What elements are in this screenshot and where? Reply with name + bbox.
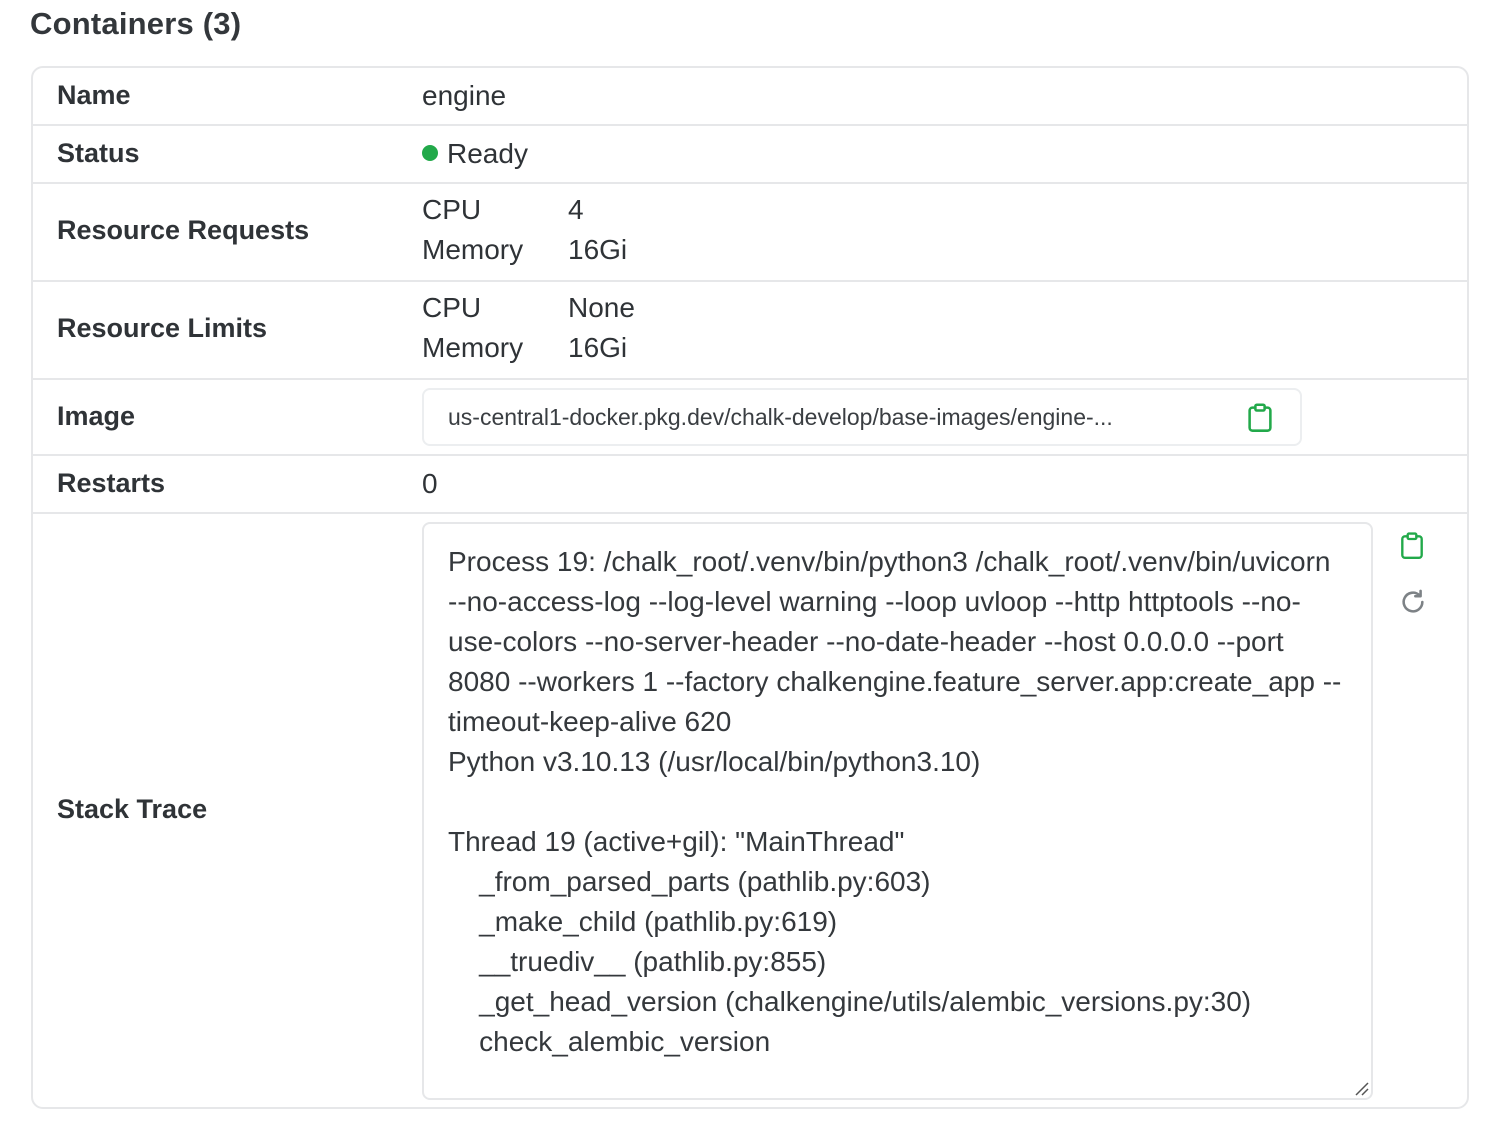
- stack-trace-label: Stack Trace: [57, 794, 207, 825]
- status-ready-dot: [422, 145, 438, 161]
- image-row: Image us-central1-docker.pkg.dev/chalk-d…: [33, 380, 1467, 456]
- restarts-row: Restarts 0: [33, 456, 1467, 514]
- requests-cpu-value: 4: [568, 192, 627, 228]
- limits-memory-value: 16Gi: [568, 330, 635, 366]
- stack-trace-row: Stack Trace Process 19: /chalk_root/.ven…: [33, 514, 1467, 1109]
- resource-limits-label: Resource Limits: [57, 313, 267, 344]
- limits-cpu-value: None: [568, 290, 635, 326]
- resource-limits-values: CPU None Memory 16Gi: [422, 290, 635, 366]
- resource-limits-row: Resource Limits CPU None Memory 16Gi: [33, 282, 1467, 380]
- name-row: Name engine: [33, 68, 1467, 126]
- image-label: Image: [57, 401, 135, 432]
- resource-requests-label: Resource Requests: [57, 215, 309, 246]
- status-value: Ready: [422, 138, 528, 170]
- stack-trace-textarea[interactable]: Process 19: /chalk_root/.venv/bin/python…: [422, 522, 1373, 1100]
- stack-trace-text: Process 19: /chalk_root/.venv/bin/python…: [448, 542, 1347, 1062]
- resize-handle-icon[interactable]: [1353, 1080, 1369, 1096]
- limits-memory-label: Memory: [422, 330, 568, 366]
- limits-cpu-label: CPU: [422, 290, 568, 326]
- refresh-icon[interactable]: [1399, 588, 1427, 616]
- image-value: us-central1-docker.pkg.dev/chalk-develop…: [448, 404, 1228, 431]
- restarts-label: Restarts: [57, 468, 165, 499]
- section-title: Containers (3): [30, 6, 241, 42]
- clipboard-icon[interactable]: [1246, 403, 1274, 433]
- name-label: Name: [57, 80, 131, 111]
- status-text: Ready: [447, 138, 528, 169]
- resource-requests-values: CPU 4 Memory 16Gi: [422, 192, 627, 268]
- image-value-box: us-central1-docker.pkg.dev/chalk-develop…: [422, 388, 1302, 446]
- name-value: engine: [422, 80, 506, 112]
- container-details-card: Name engine Status Ready Resource Reques…: [31, 66, 1469, 1109]
- clipboard-icon[interactable]: [1399, 532, 1425, 560]
- requests-memory-value: 16Gi: [568, 232, 627, 268]
- requests-cpu-label: CPU: [422, 192, 568, 228]
- resource-requests-row: Resource Requests CPU 4 Memory 16Gi: [33, 184, 1467, 282]
- status-row: Status Ready: [33, 126, 1467, 184]
- requests-memory-label: Memory: [422, 232, 568, 268]
- restarts-value: 0: [422, 468, 438, 500]
- status-label: Status: [57, 138, 140, 169]
